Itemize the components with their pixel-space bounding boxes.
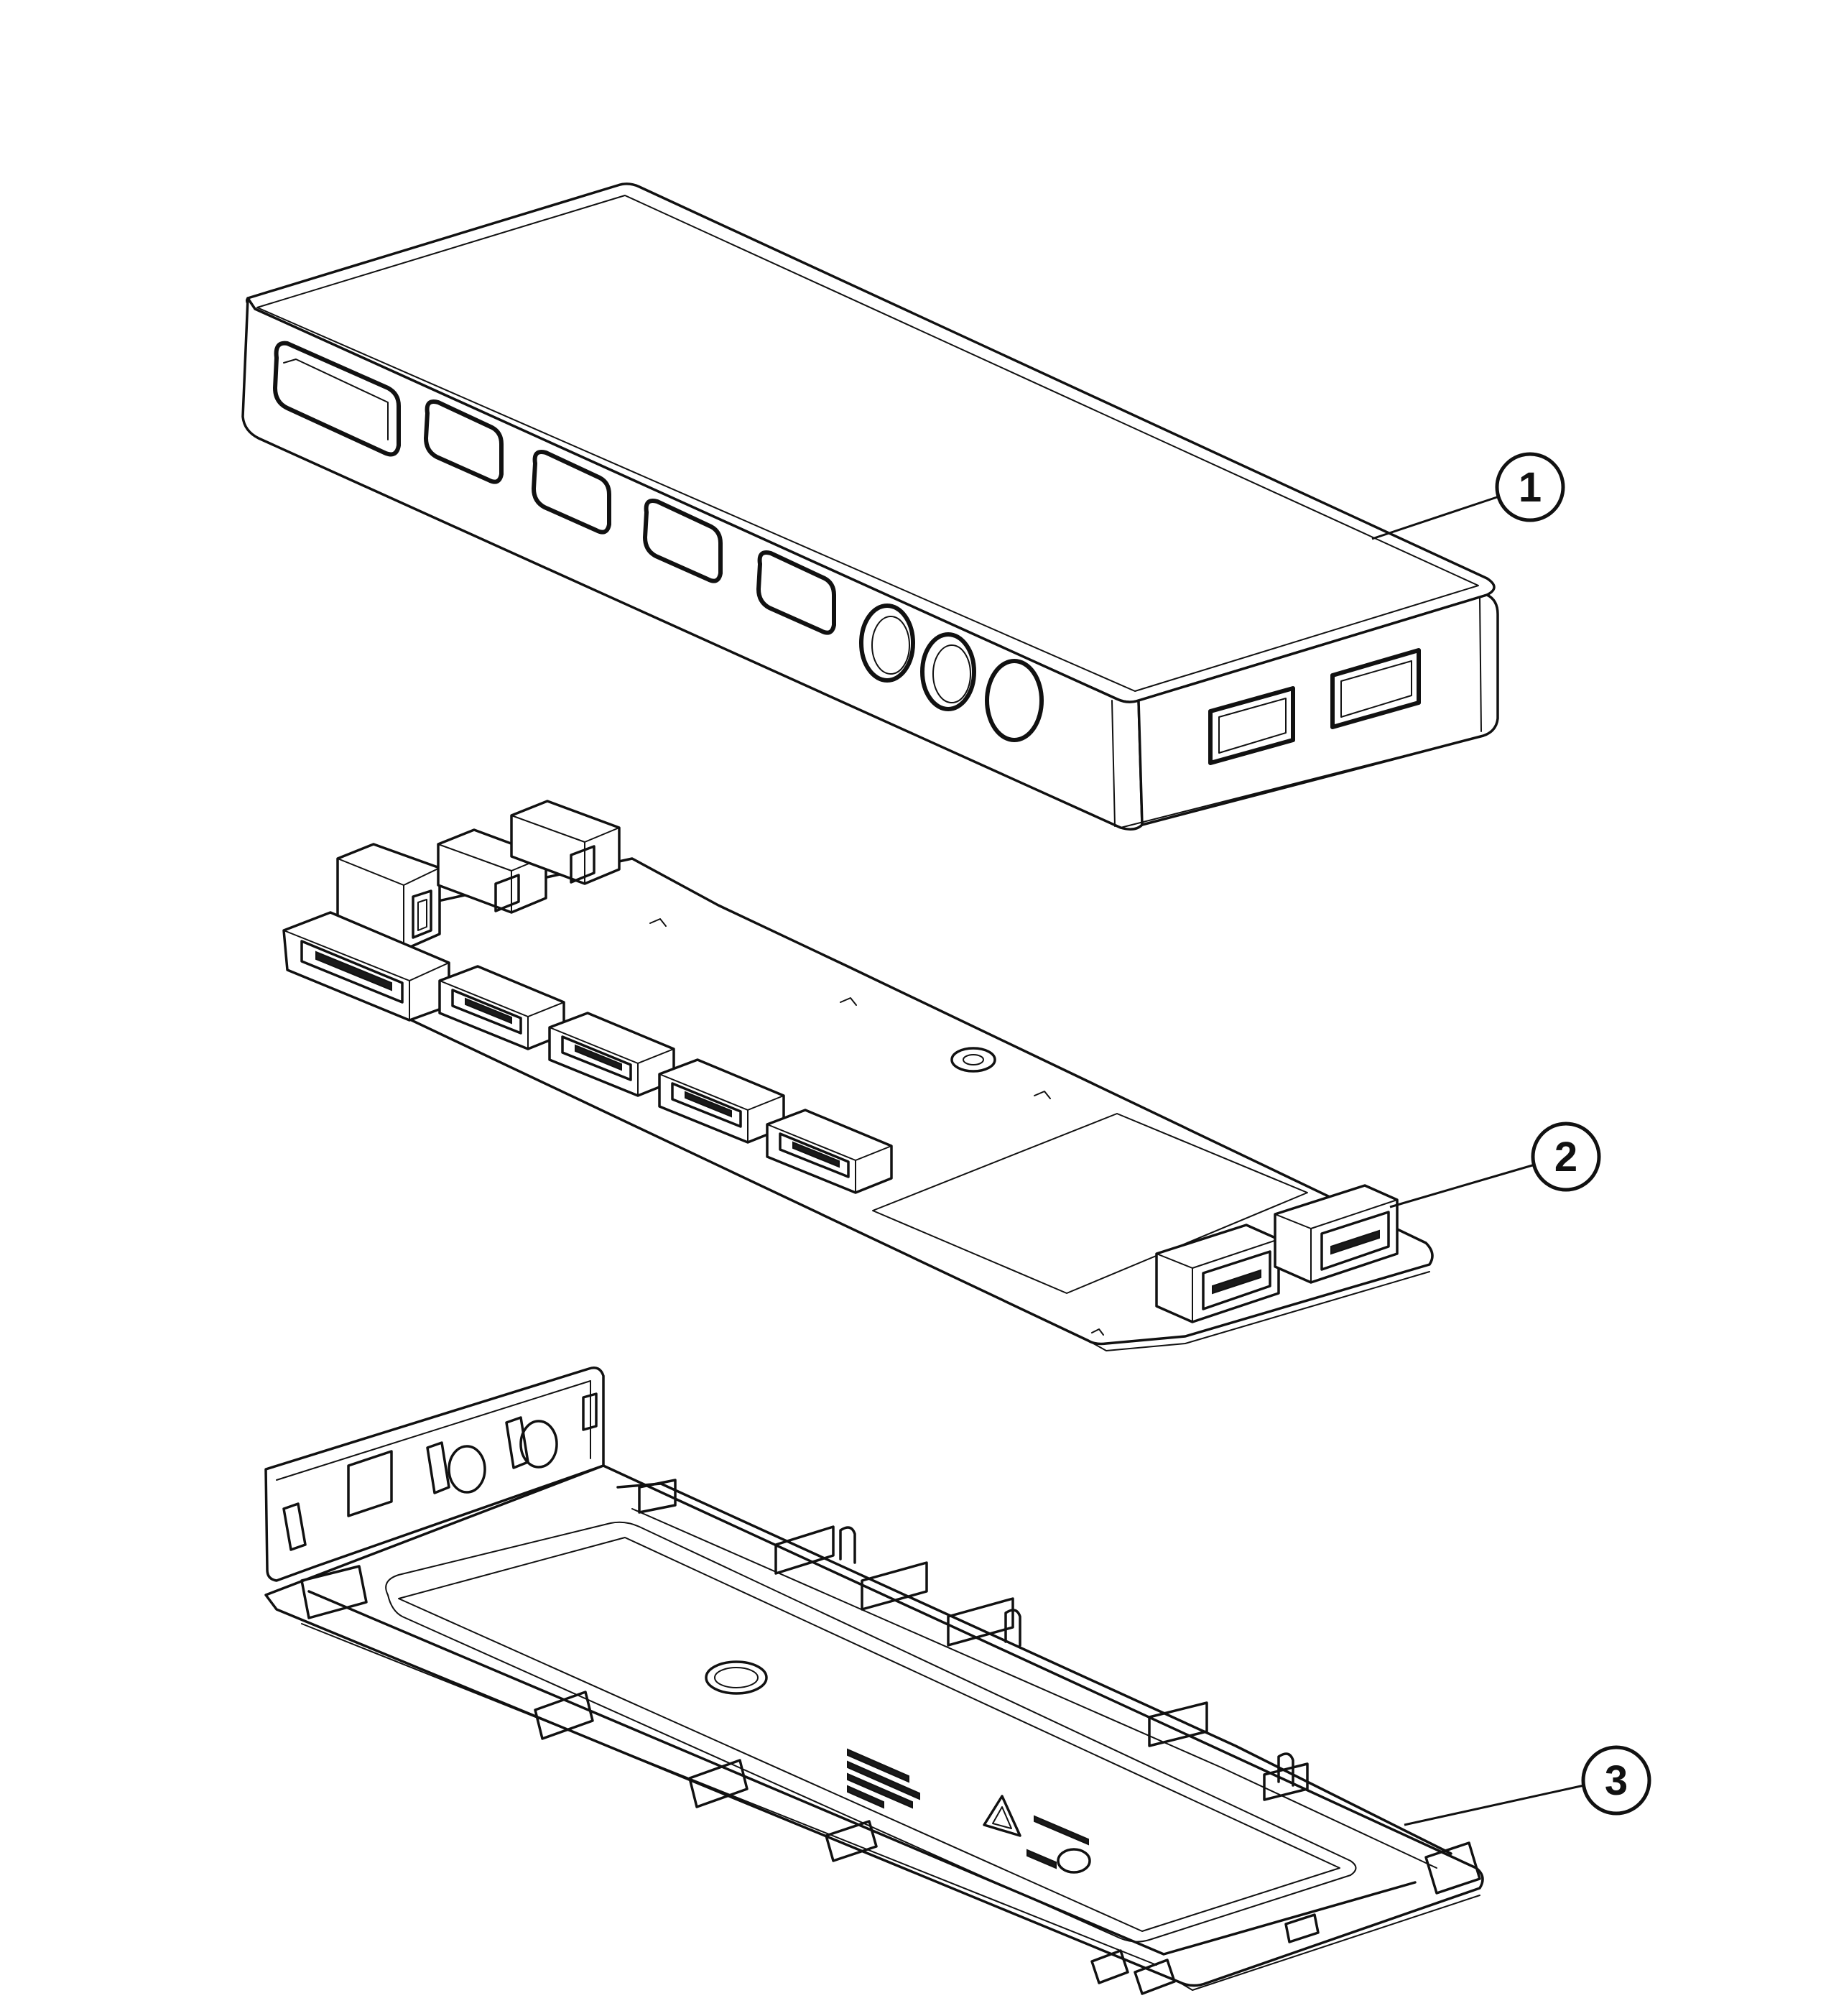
- top-cover-hdmi-opening-4: [756, 550, 836, 635]
- top-cover-usb-opening-2-inner: [1340, 660, 1412, 718]
- top-cover-round-jack-1: [859, 604, 915, 683]
- bottom-tray-front-clip-3: [825, 1820, 878, 1862]
- bottom-tray-rear-clip-2: [774, 1525, 835, 1575]
- bottom-tray-rear-post-2: [1004, 1609, 1021, 1647]
- top-cover-bottom-edge: [258, 438, 1484, 828]
- top-cover-end-edge: [1479, 597, 1482, 732]
- circuit-board-notch-4: [1091, 1328, 1104, 1336]
- callout-2-circle: [1531, 1122, 1601, 1192]
- circuit-board-hdmi-connector-4: [766, 1109, 893, 1194]
- bottom-tray-wall-tab-3: [582, 1392, 598, 1431]
- bottom-tray-rear-post-3: [1277, 1752, 1294, 1787]
- circuit-board-audio-jack-2: [510, 800, 621, 885]
- callout-3-circle: [1581, 1745, 1651, 1816]
- top-cover-front-face: [241, 297, 1144, 831]
- top-cover-round-jack-3: [985, 659, 1044, 742]
- top-cover-usb-opening-2: [1330, 648, 1421, 729]
- callout-2-leader: [1389, 1162, 1538, 1208]
- recycle-icon-inner: [992, 1806, 1012, 1829]
- bottom-tray-back-wall: [264, 1367, 605, 1582]
- circuit-board-mounting-hole: [950, 1047, 996, 1073]
- bottom-tray-inner-panel-recess: [398, 1537, 1340, 1932]
- bottom-tray-round-cutout-1: [448, 1445, 486, 1494]
- circuit-board-usb-connector-1: [1155, 1224, 1280, 1323]
- bottom-tray-rear-rail: [616, 1482, 1452, 1855]
- molded-circle-mark-icon: [1057, 1848, 1091, 1874]
- top-cover-round-jack-2-inner: [932, 644, 971, 703]
- callout-2: 2: [1389, 1122, 1601, 1208]
- bottom-tray-front-rail: [307, 1590, 1417, 1956]
- top-cover-large-port-inner: [283, 359, 389, 440]
- bottom-tray-front-clip-1: [534, 1691, 594, 1740]
- bottom-tray-rear-rail-inner: [631, 1508, 1437, 1869]
- top-cover-round-jack-2: [920, 632, 976, 711]
- top-cover-round-jack-1-inner: [871, 616, 910, 675]
- circuit-board-shield-plate: [872, 1113, 1308, 1294]
- top-cover-usb-opening-1: [1208, 686, 1295, 765]
- callout-1-leader: [1371, 494, 1502, 540]
- bottom-tray-inner-panel: [385, 1521, 1357, 1943]
- bottom-tray-back-wall-inner-edge: [276, 1380, 591, 1481]
- bottom-tray-wall-tab-4: [282, 1502, 307, 1551]
- recycle-icon: [983, 1795, 1021, 1837]
- bottom-tray-molded-markings: [847, 1748, 1089, 1869]
- bottom-tray-bottom-foot-2: [1134, 1959, 1176, 1995]
- bottom-tray-bottom-foot-1: [1090, 1949, 1129, 1984]
- bottom-tray-rear-clip-3: [861, 1561, 928, 1611]
- circuit-board-displayport-connector: [282, 911, 450, 1022]
- bottom-tray-round-cutout-2: [519, 1420, 558, 1469]
- circuit-board-thickness-edge: [305, 969, 1430, 1351]
- callout-3: 3: [1404, 1745, 1651, 1826]
- circuit-board-part: [282, 800, 1434, 1351]
- top-cover-part: [241, 182, 1499, 831]
- circuit-board-notch-3: [1034, 1091, 1051, 1099]
- bottom-tray-corner-latch-right: [1424, 1841, 1481, 1895]
- top-cover-corner-edge: [1111, 700, 1116, 827]
- bottom-tray-square-cutout: [347, 1450, 393, 1517]
- callout-1-label: 1: [1519, 464, 1542, 511]
- callout-3-leader: [1404, 1784, 1585, 1826]
- callout-1-circle: [1495, 452, 1565, 522]
- bottom-tray-front-clip-2: [688, 1759, 749, 1808]
- top-cover-usb-opening-1-inner: [1218, 698, 1287, 754]
- top-cover-large-port-opening: [273, 341, 401, 457]
- bottom-tray-rear-clip-4: [947, 1597, 1014, 1647]
- circuit-board-mounting-hole-inner: [963, 1054, 984, 1065]
- top-cover-hdmi-opening-3: [643, 499, 723, 583]
- bottom-tray-rear-post-1: [839, 1526, 856, 1564]
- top-cover-top-edge: [256, 195, 1479, 692]
- bottom-tray-rear-clip-5: [1148, 1701, 1208, 1747]
- circuit-board-usb-connector-2: [1274, 1184, 1399, 1284]
- bottom-tray-corner-latch-left: [300, 1565, 368, 1619]
- bottom-tray-front-clip-4: [1284, 1913, 1320, 1943]
- top-cover-hdmi-opening-2: [532, 450, 611, 535]
- bottom-tray-rear-clip-1: [638, 1479, 677, 1514]
- bottom-tray-center-boss: [705, 1660, 768, 1695]
- bottom-tray-part: [264, 1367, 1484, 1995]
- bottom-tray-wall-tab-2: [505, 1416, 529, 1469]
- circuit-board-hdmi-connector-3: [658, 1058, 785, 1144]
- callout-1: 1: [1371, 452, 1565, 540]
- callout-3-label: 3: [1605, 1757, 1628, 1804]
- bottom-tray-base: [264, 1464, 1484, 1987]
- callout-2-label: 2: [1554, 1134, 1577, 1180]
- top-cover-hdmi-opening-1: [424, 399, 504, 484]
- circuit-board-notch-2: [840, 997, 857, 1006]
- circuit-board-notch-1: [649, 918, 667, 927]
- bottom-tray-wall-tab-1: [426, 1441, 450, 1494]
- bottom-tray-center-boss-inner: [714, 1667, 759, 1688]
